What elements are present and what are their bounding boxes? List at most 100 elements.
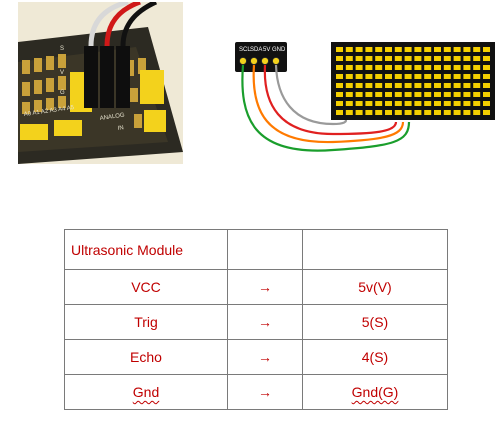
led-dot <box>463 65 471 70</box>
header-module: Ultrasonic Module <box>64 229 228 270</box>
led-dot <box>483 92 490 97</box>
led-dot <box>453 47 461 52</box>
led-dot <box>336 47 343 52</box>
led-dot <box>443 83 451 88</box>
led-dot <box>424 83 432 88</box>
led-dot <box>473 83 481 88</box>
led-dot <box>355 74 363 79</box>
led-dot <box>394 56 402 61</box>
board-label-s: S <box>60 46 64 52</box>
led-dot <box>424 65 432 70</box>
led-dot <box>443 74 451 79</box>
led-dot <box>336 101 343 106</box>
led-dot <box>355 65 363 70</box>
led-dot <box>434 101 441 106</box>
led-dot <box>336 74 343 79</box>
led-dot <box>385 101 392 106</box>
led-dot <box>483 56 490 61</box>
led-dot <box>365 74 373 79</box>
led-dot <box>365 101 373 106</box>
led-dot <box>345 92 353 97</box>
target-cell: 5(S) <box>302 304 448 340</box>
led-dot <box>375 65 383 70</box>
led-dot <box>345 101 353 106</box>
led-dot <box>473 47 481 52</box>
led-dot <box>385 110 392 115</box>
target-cell: 4(S) <box>302 339 448 375</box>
led-matrix-panel <box>331 42 495 120</box>
led-dot <box>483 65 490 70</box>
arrow-cell: → <box>227 339 303 375</box>
led-dot <box>463 74 471 79</box>
led-dot <box>365 110 373 115</box>
wiring-table: Ultrasonic Module VCC → 5v(V) Trig → 5(S… <box>64 229 448 410</box>
led-dot <box>414 74 422 79</box>
table-row: Echo → 4(S) <box>64 339 448 375</box>
arrow-cell: → <box>227 304 303 340</box>
led-dot <box>394 65 402 70</box>
led-dot <box>453 101 461 106</box>
led-dot <box>473 110 481 115</box>
led-dot <box>463 56 471 61</box>
led-dot <box>453 65 461 70</box>
led-dot <box>443 110 451 115</box>
led-dot <box>414 110 422 115</box>
led-dot <box>365 92 373 97</box>
led-dot <box>336 65 343 70</box>
led-dot <box>394 47 402 52</box>
led-dot <box>414 65 422 70</box>
led-dot <box>375 74 383 79</box>
led-dot <box>434 110 441 115</box>
led-dot <box>424 110 432 115</box>
wire-orange <box>252 64 405 144</box>
header-arrow <box>227 229 303 270</box>
led-dot <box>336 83 343 88</box>
arrow-cell: → <box>227 269 303 305</box>
led-dot <box>336 56 343 61</box>
wire-red <box>263 64 398 136</box>
led-dot <box>345 56 353 61</box>
shield-photo: A0 A1 A2 A3 A4 A5 ANALOG IN S V G <box>18 2 183 164</box>
led-dot <box>434 56 441 61</box>
pin-cell: VCC <box>64 269 228 305</box>
led-dot <box>355 47 363 52</box>
led-dot <box>385 56 392 61</box>
led-dot <box>375 56 383 61</box>
pin-label-gnd: GND <box>272 47 286 53</box>
led-dot <box>336 110 343 115</box>
led-dot <box>365 65 373 70</box>
led-dot <box>453 92 461 97</box>
led-dot <box>453 110 461 115</box>
led-dot <box>414 92 422 97</box>
led-dot <box>414 47 422 52</box>
led-dot <box>394 110 402 115</box>
led-dot <box>394 74 402 79</box>
led-dot <box>404 101 412 106</box>
led-dot <box>394 83 402 88</box>
led-dot <box>473 56 481 61</box>
led-dot <box>443 65 451 70</box>
led-dot <box>463 110 471 115</box>
arrow-cell: → <box>227 374 303 410</box>
led-dot <box>375 47 383 52</box>
target-cell: Gnd(G) <box>351 384 399 400</box>
led-dot <box>434 74 441 79</box>
led-dot <box>424 47 432 52</box>
pin-label-5v: 5V <box>263 47 270 53</box>
led-dot <box>385 92 392 97</box>
led-dot <box>355 101 363 106</box>
led-dot <box>345 47 353 52</box>
pin-label-sda: SDA <box>250 47 262 53</box>
table-row: Trig → 5(S) <box>64 304 448 340</box>
led-dot <box>443 92 451 97</box>
led-dot <box>463 92 471 97</box>
led-dot <box>355 110 363 115</box>
led-dot <box>483 101 490 106</box>
led-dot <box>375 83 383 88</box>
led-dot <box>473 74 481 79</box>
led-dot <box>375 101 383 106</box>
led-dot <box>414 101 422 106</box>
connector-header <box>235 42 287 72</box>
led-dot <box>483 83 490 88</box>
led-dot <box>424 74 432 79</box>
